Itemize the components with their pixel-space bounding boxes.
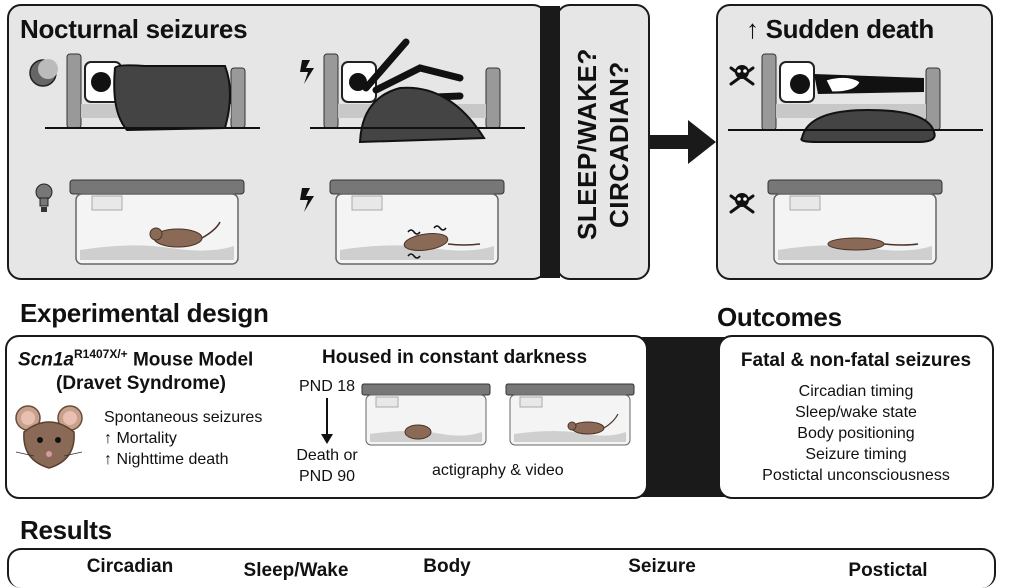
cage-mouse-active-illustration [505, 383, 635, 446]
outcome-item: Circadian timing [798, 383, 914, 400]
model-bullet-mortality: ↑ Mortality [104, 430, 177, 447]
outcome-item: Sleep/wake state [795, 404, 917, 421]
model-title-rest: Mouse Model [127, 349, 254, 371]
sleep-circadian-question-panel [556, 4, 650, 280]
housing-start-pnd: PND 18 [298, 378, 356, 395]
circadian-question: CIRCADIAN? [604, 61, 634, 228]
results-column-postictal: Postictal [848, 560, 928, 581]
outcome-item: Postictal unconsciousness [762, 467, 950, 484]
gene-name: Scn1a [18, 349, 74, 371]
results-column-circadian: Circadian [86, 556, 174, 577]
outcomes-box-title: Fatal & non-fatal seizures [740, 350, 972, 371]
nocturnal-seizures-title: Nocturnal seizures [20, 14, 248, 44]
mouse-model-title: Scn1aR1407X/+ Mouse Model [18, 347, 253, 371]
gene-genotype: R1407X/+ [73, 347, 128, 361]
results-heading: Results [20, 515, 112, 545]
connector-bar [640, 337, 730, 497]
housing-end-line2: PND 90 [298, 468, 356, 485]
lightning-icon [300, 60, 314, 84]
skull-crossbones-icon [729, 65, 755, 86]
outcomes-panel [718, 335, 994, 499]
results-column-sleep-wake: Sleep/Wake [243, 560, 349, 581]
outcomes-heading: Outcomes [717, 302, 842, 332]
lightning-icon [300, 188, 314, 212]
model-bullet-nighttime-death: ↑ Nighttime death [104, 451, 229, 468]
cage-seizing-mouse-illustration [329, 179, 505, 265]
bed-sleeping-illustration [45, 53, 260, 132]
results-column-seizure: Seizure [628, 556, 696, 577]
bed-seizure-illustration [310, 38, 525, 144]
arrow-right-icon [650, 120, 716, 164]
cage-walking-mouse-illustration [69, 179, 245, 265]
arrow-down-icon [321, 398, 333, 444]
experimental-design-heading: Experimental design [20, 298, 269, 328]
sleep-wake-question: SLEEP/WAKE? [572, 48, 602, 240]
skull-crossbones-icon [729, 193, 755, 214]
bed-sudden-death-illustration [728, 53, 983, 143]
housing-method: actigraphy & video [432, 462, 564, 479]
cage-dead-mouse-illustration [767, 179, 943, 265]
light-bulb-icon [35, 183, 53, 212]
outcome-item: Seizure timing [805, 446, 907, 463]
mouse-model-subtitle: (Dravet Syndrome) [56, 373, 226, 394]
moon-icon [29, 59, 58, 87]
housing-title: Housed in constant darkness [322, 347, 588, 368]
connector-bar [540, 6, 560, 278]
housing-end-line1: Death or [296, 447, 358, 464]
sudden-death-title: ↑ Sudden death [746, 14, 934, 44]
cage-mouse-resting-illustration [361, 383, 491, 446]
model-bullet-seizures: Spontaneous seizures [104, 409, 263, 426]
outcome-item: Body positioning [797, 425, 915, 442]
mouse-face-icon [15, 405, 83, 469]
results-column-body: Body [423, 556, 471, 577]
